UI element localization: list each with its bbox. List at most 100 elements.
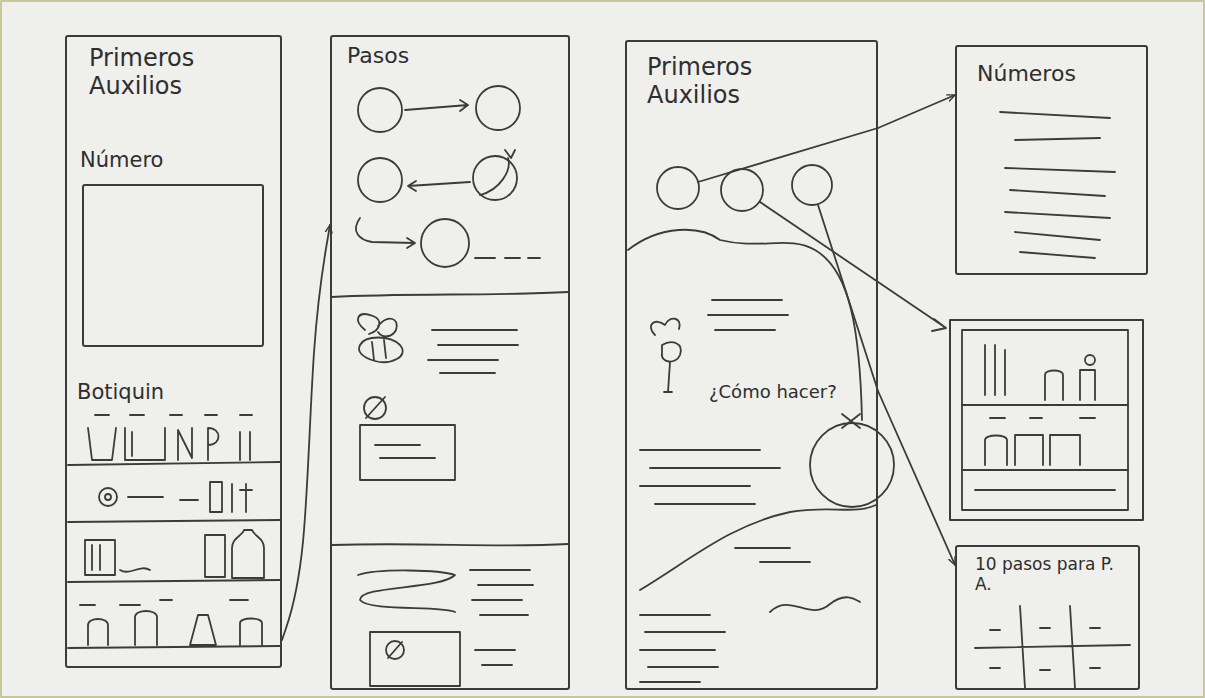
phone-screen: Números	[955, 45, 1148, 275]
steps-screen-sketch-stroke	[332, 544, 568, 545]
first-aid-kit-shelves-stroke	[240, 619, 262, 646]
steps-screen-sketch-stroke	[405, 100, 468, 111]
flow-arrow	[878, 391, 955, 565]
home-screen-sketch-stroke	[640, 615, 725, 682]
home-screen-sketch-stroke	[640, 450, 780, 504]
first-aid-kit-shelves-stroke	[135, 611, 157, 645]
steps-screen-sketch-stroke	[480, 150, 515, 195]
first-aid-kit-shelves-stroke	[68, 520, 280, 522]
kit-screen-sketch-stroke	[985, 345, 1005, 395]
steps-screen-sketch-stroke	[358, 158, 402, 202]
first-aid-kit-shelves-stroke	[88, 428, 116, 460]
steps-screen-sketch-stroke	[356, 218, 415, 248]
phone-screen: Primeros Auxilios¿Cómo hacer?	[625, 40, 878, 690]
first-aid-kit-shelves-stroke	[68, 646, 280, 648]
steps-screen-sketch-stroke	[428, 330, 518, 373]
first-aid-kit-shelves-stroke	[208, 428, 219, 460]
first-aid-kit-shelves-stroke	[92, 545, 100, 570]
first-aid-kit-shelves-stroke	[232, 530, 264, 578]
steps-screen-sketch-stroke	[360, 425, 455, 480]
first-aid-kit-shelves-stroke	[95, 414, 252, 416]
first-aid-kit-shelves-stroke	[190, 615, 216, 645]
first-aid-kit-shelves-stroke	[232, 484, 252, 512]
first-aid-kit-shelves-stroke	[125, 428, 165, 460]
first-aid-kit-shelves-stroke	[68, 580, 280, 582]
first-aid-kit-shelves-stroke	[88, 619, 108, 645]
steps-screen-sketch-stroke	[386, 641, 404, 659]
first-aid-kit-shelves-stroke	[80, 600, 248, 605]
first-aid-kit-shelves-stroke	[85, 540, 115, 575]
first-aid-kit-shelves-stroke	[99, 488, 117, 506]
first-aid-kit-shelves-stroke	[68, 462, 280, 465]
kit-screen-sketch-stroke	[962, 404, 1128, 406]
first-aid-kit-shelves-stroke	[205, 535, 225, 577]
steps-screen-sketch-stroke	[388, 642, 402, 658]
first-aid-kit-shelves-stroke	[128, 497, 198, 500]
screen-heading: Pasos	[347, 43, 409, 68]
leader-lines-stroke	[818, 205, 878, 391]
flow-arrow	[878, 95, 955, 128]
kit-screen-sketch-stroke	[1085, 355, 1095, 365]
numbers-screen-lines-stroke	[1000, 112, 1115, 258]
first-aid-kit-shelves-stroke	[120, 568, 150, 571]
home-screen-sketch-stroke	[721, 169, 763, 211]
steps-screen-sketch-stroke	[475, 257, 540, 259]
leader-lines	[698, 128, 946, 391]
steps-screen-sketch-stroke	[375, 445, 435, 458]
steps-screen-sketch-stroke	[332, 292, 568, 297]
numbers-screen-lines	[1000, 112, 1115, 258]
screen-heading: Primeros Auxilios	[89, 45, 259, 100]
kit-screen-sketch-stroke	[1080, 370, 1095, 400]
steps-screen-sketch-stroke	[476, 86, 520, 130]
home-screen-sketch-stroke	[651, 319, 681, 392]
steps-screen-sketch-stroke	[421, 219, 469, 267]
first-aid-kit-shelves-stroke	[210, 482, 222, 512]
kit-screen-sketch-stroke	[1045, 371, 1063, 401]
phone-screen: Número Primeros AuxiliosBotiquin	[65, 35, 282, 668]
steps-screen-sketch-stroke	[475, 650, 515, 665]
kit-screen-sketch-stroke	[985, 435, 1080, 465]
home-screen-sketch	[628, 165, 894, 682]
steps-screen-sketch-stroke	[358, 88, 402, 132]
flow-arrow	[282, 225, 330, 640]
kit-screen-sketch-stroke	[962, 330, 1128, 510]
steps-table-sketch-stroke	[990, 628, 1100, 670]
screen-heading: Número	[80, 148, 163, 172]
first-aid-kit-shelves-stroke	[178, 428, 192, 460]
home-screen-sketch-stroke	[628, 230, 862, 420]
steps-screen-sketch-stroke	[473, 156, 517, 200]
steps-screen-sketch-stroke	[358, 570, 455, 612]
screen-heading: Números	[977, 61, 1076, 86]
kit-screen-sketch	[950, 320, 1143, 520]
steps-screen-sketch-stroke	[364, 397, 386, 419]
first-aid-kit-shelves-stroke	[105, 494, 111, 500]
home-screen-sketch-stroke	[735, 548, 810, 562]
steps-screen-sketch-stroke	[358, 314, 403, 362]
steps-screen-sketch-stroke	[470, 570, 533, 615]
home-screen-sketch-stroke	[842, 414, 860, 428]
steps-table-sketch	[975, 606, 1130, 688]
kit-screen-sketch-stroke	[990, 417, 1095, 419]
section-heading: ¿Cómo hacer?	[709, 382, 837, 403]
first-aid-kit-shelves	[68, 415, 280, 648]
phone-screen: 10 pasos para P. A.	[955, 545, 1140, 690]
steps-screen-sketch	[332, 86, 568, 686]
section-heading: Botiquin	[77, 380, 164, 404]
phone-screen: Pasos	[330, 35, 570, 690]
home-screen-sketch-stroke	[657, 167, 699, 209]
kit-screen-sketch-stroke	[975, 489, 1115, 491]
kit-screen-sketch-stroke	[962, 469, 1128, 471]
home-screen-sketch-stroke	[810, 423, 894, 507]
steps-table-sketch-stroke	[975, 606, 1130, 688]
kit-screen-sketch-stroke	[950, 320, 1143, 520]
leader-lines-stroke	[698, 128, 878, 182]
screen-heading: 10 pasos para P. A.	[975, 555, 1125, 594]
steps-screen-sketch-stroke	[408, 181, 470, 191]
steps-screen-sketch-stroke	[366, 397, 385, 418]
steps-screen-sketch-stroke	[370, 632, 460, 686]
home-screen-sketch-stroke	[640, 505, 876, 590]
